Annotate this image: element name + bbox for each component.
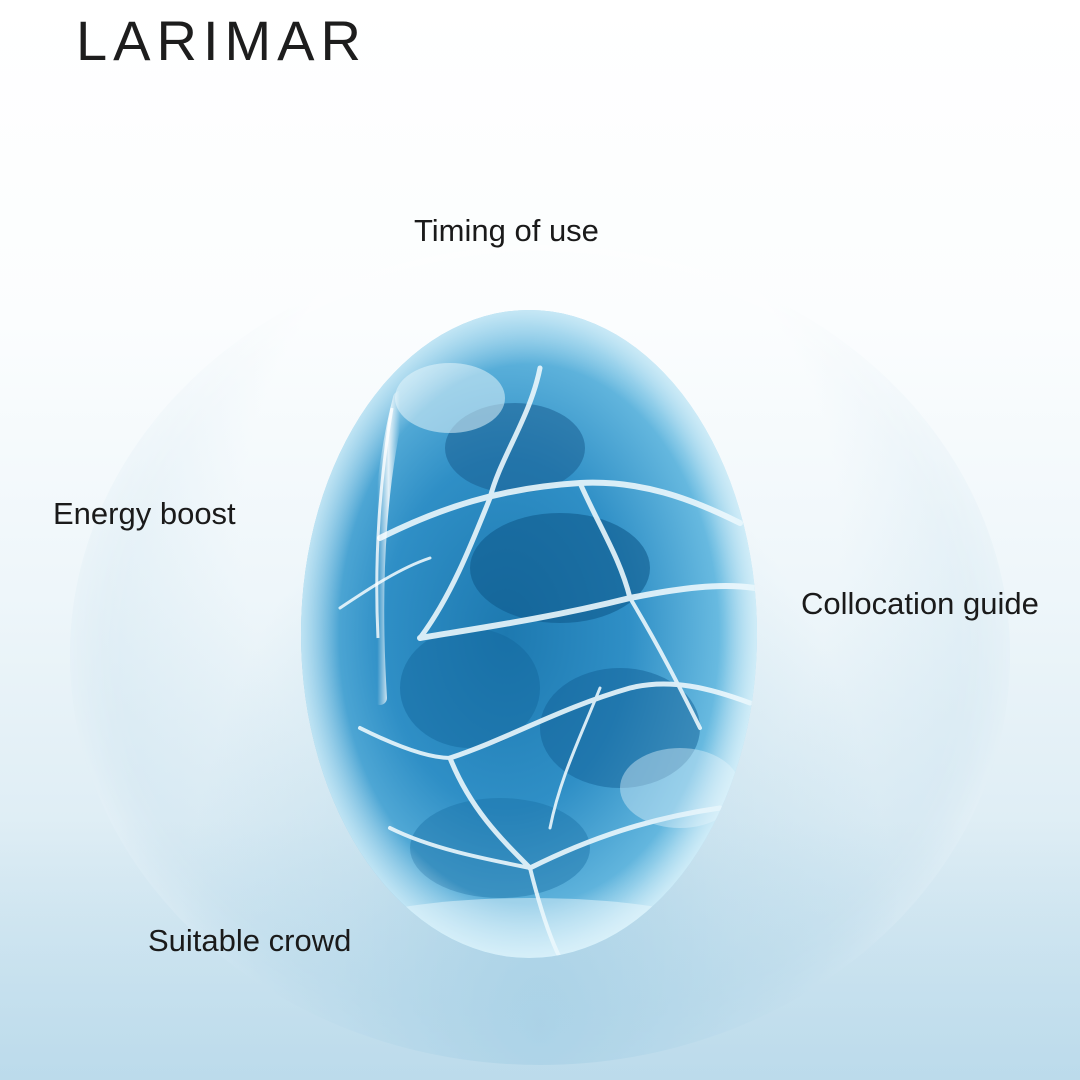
page-title: LARIMAR [76,9,367,72]
label-collocation-guide[interactable]: Collocation guide [801,586,1039,621]
label-energy-boost[interactable]: Energy boost [53,496,236,531]
larimar-stone-image [300,308,760,960]
label-suitable-crowd[interactable]: Suitable crowd [148,923,352,958]
label-timing-of-use[interactable]: Timing of use [414,213,599,248]
